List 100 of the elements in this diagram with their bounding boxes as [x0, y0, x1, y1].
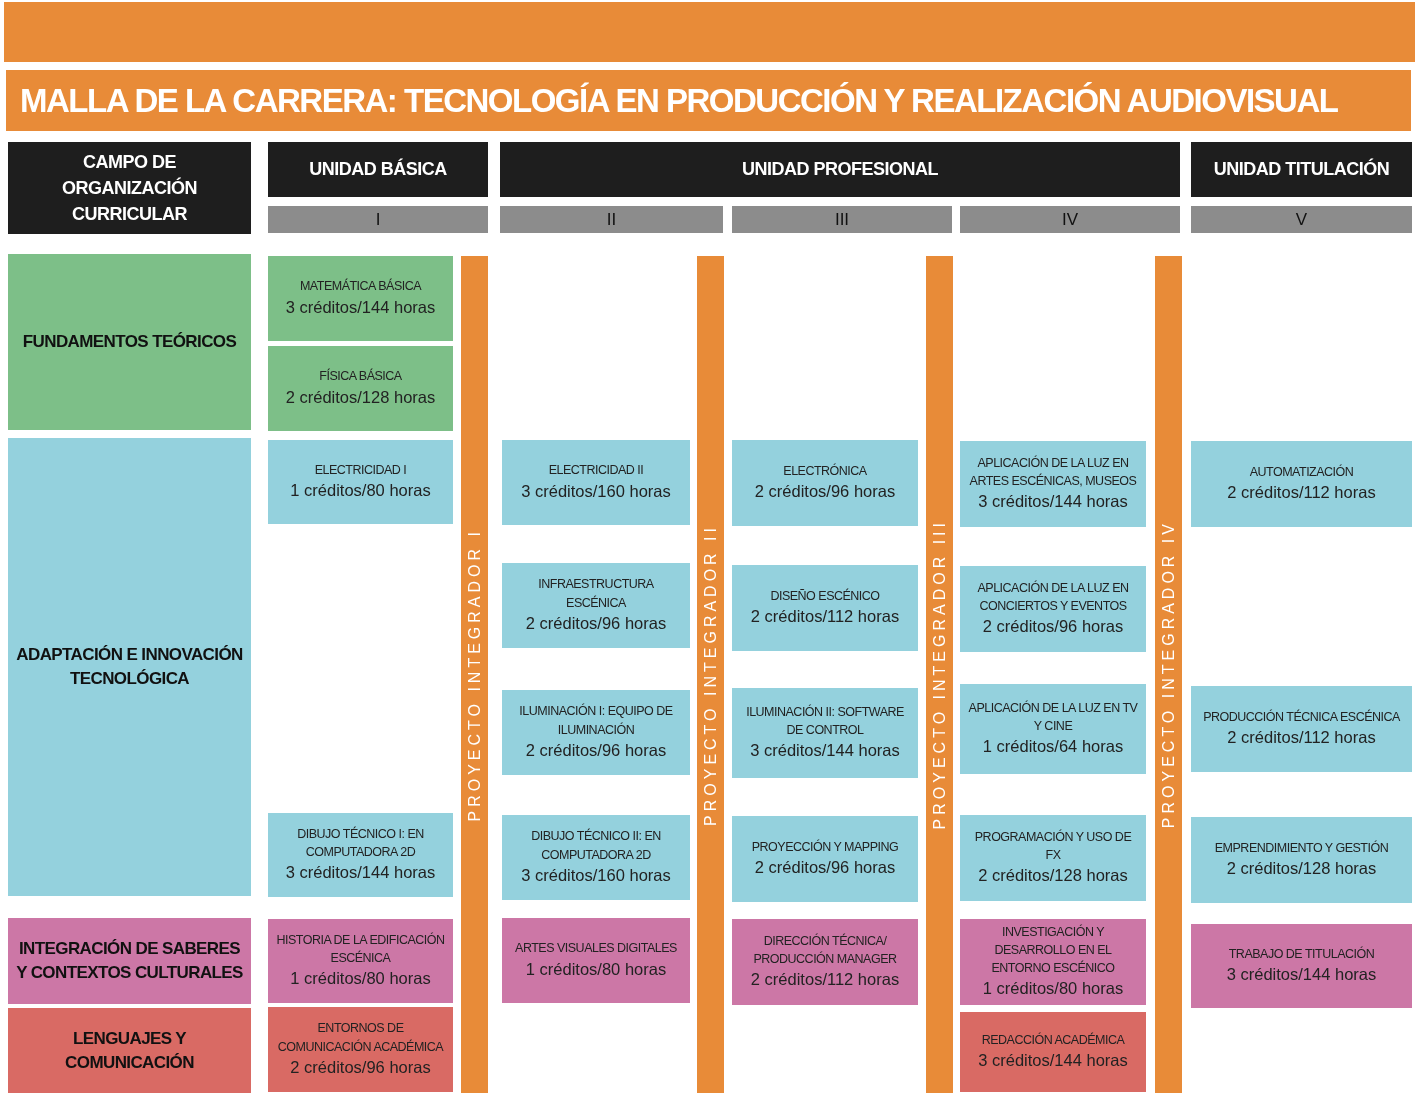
course-credits: 3 créditos/144 horas: [978, 491, 1128, 513]
semester-label: V: [1295, 209, 1308, 230]
course-credits: 2 créditos/96 horas: [525, 739, 667, 761]
course-credits: 3 créditos/160 horas: [521, 480, 671, 502]
course-credits: 3 créditos/144 horas: [750, 740, 900, 762]
course-credits: 2 créditos/112 horas: [1227, 482, 1376, 504]
course-credits: 1 créditos/80 horas: [525, 958, 667, 980]
project-label: PROYECTO INTEGRADOR I: [465, 527, 484, 822]
category-name: LENGUAJES Y COMUNICACIÓN: [64, 1027, 195, 1074]
course-credits: 2 créditos/112 horas: [1227, 727, 1376, 749]
course-name: ELECTRÓNICA: [783, 462, 867, 480]
category-name: INTEGRACIÓN DE SABERES Y CONTEXTOS CULTURALES: [15, 938, 244, 984]
semester-header: [500, 206, 723, 233]
course-box: [960, 1012, 1146, 1092]
course-name: DIBUJO TÉCNICO II: EN COMPUTADORA 2D: [530, 827, 662, 864]
course-name: ILUMINACIÓN II: SOFTWARE DE CONTROL: [745, 703, 905, 740]
course-box: [268, 919, 453, 1003]
course-box: [502, 440, 690, 525]
header-text: CAMPO DE ORGANIZACIÓN CURRICULAR: [61, 150, 198, 227]
course-name: INVESTIGACIÓN Y DESARROLLO EN EL ENTORNO ESCÉNICO: [990, 923, 1116, 978]
course-credits: 3 créditos/144 horas: [285, 862, 436, 884]
course-credits: 2 créditos/96 horas: [982, 616, 1124, 638]
category-box: [8, 438, 251, 896]
course-credits: 2 créditos/128 horas: [978, 865, 1128, 887]
course-name: ELECTRICIDAD I: [314, 461, 407, 479]
course-name: REDACCIÓN ACADÉMICA: [981, 1031, 1125, 1049]
course-credits: 3 créditos/144 horas: [1226, 964, 1377, 986]
course-credits: 1 créditos/80 horas: [290, 968, 431, 990]
course-box: [732, 816, 918, 902]
course-credits: 2 créditos/112 horas: [750, 969, 900, 991]
course-box: [732, 565, 918, 651]
unit-header: [1191, 142, 1412, 197]
semester-header: [268, 206, 488, 233]
course-credits: 2 créditos/112 horas: [750, 606, 900, 628]
course-name: PRODUCCIÓN TÉCNICA ESCÉNICA: [1203, 708, 1400, 726]
course-box: [268, 346, 453, 431]
course-name: TRABAJO DE TITULACIÓN: [1228, 945, 1375, 963]
course-box: [732, 919, 918, 1005]
course-box: [960, 919, 1146, 1005]
category-box: [8, 254, 251, 430]
title-band: [6, 70, 1411, 131]
course-name: APLICACIÓN DE LA LUZ EN TV Y CINE: [967, 699, 1139, 736]
course-name: PROYECCIÓN Y MAPPING: [751, 838, 899, 856]
course-box: [502, 563, 690, 648]
course-name: ARTES VISUALES DIGITALES: [515, 940, 677, 958]
project-bar: [1155, 256, 1182, 1093]
course-box: [960, 566, 1146, 652]
course-credits: 2 créditos/96 horas: [525, 612, 667, 634]
header-text: UNIDAD PROFESIONAL: [742, 158, 938, 182]
course-name: EMPRENDIMIENTO Y GESTIÓN: [1214, 839, 1389, 857]
category-name: FUNDAMENTOS TEÓRICOS: [22, 331, 237, 354]
semester-label: II: [606, 209, 617, 230]
project-bar: [926, 256, 953, 1093]
course-name: INFRAESTRUCTURA ESCÉNICA: [537, 576, 655, 612]
unit-header: [500, 142, 1180, 197]
course-credits: 1 créditos/80 horas: [290, 480, 431, 502]
course-box: [268, 440, 453, 524]
course-box: [268, 1007, 453, 1092]
header-text: UNIDAD TITULACIÓN: [1213, 157, 1390, 182]
course-box: [960, 815, 1146, 901]
course-box: [1191, 924, 1412, 1008]
project-label: PROYECTO INTEGRADOR III: [930, 519, 949, 830]
course-name: ELECTRICIDAD II: [548, 462, 644, 480]
course-box: [732, 688, 918, 778]
course-name: APLICACIÓN DE LA LUZ EN CONCIERTOS Y EVENTOS: [976, 579, 1130, 616]
course-credits: 2 créditos/128 horas: [285, 386, 436, 408]
course-box: [268, 256, 453, 341]
semester-header: [1191, 206, 1412, 233]
semester-header: [732, 206, 952, 233]
course-name: APLICACIÓN DE LA LUZ EN ARTES ESCÉNICAS, MUSEOS: [968, 454, 1138, 491]
course-box: [502, 690, 690, 775]
course-name: FÍSICA BÁSICA: [319, 367, 402, 386]
course-box: [268, 813, 453, 897]
course-name: HISTORIA DE LA EDIFICACIÓN ESCÉNICA: [275, 931, 446, 968]
course-box: [960, 684, 1146, 774]
semester-label: IV: [1061, 209, 1079, 230]
course-credits: 2 créditos/96 horas: [290, 1056, 431, 1078]
course-credits: 2 créditos/128 horas: [1226, 858, 1377, 880]
course-name: ENTORNOS DE COMUNICACIÓN ACADÉMICA: [276, 1020, 445, 1056]
course-name: AUTOMATIZACIÓN: [1249, 463, 1354, 481]
course-credits: 1 créditos/80 horas: [982, 978, 1124, 1000]
semester-label: I: [375, 209, 381, 230]
course-name: MATEMÁTICA BÁSICA: [299, 277, 422, 296]
course-box: [1191, 686, 1412, 772]
course-credits: 3 créditos/144 horas: [285, 296, 436, 318]
course-box: [502, 918, 690, 1003]
course-box: [1191, 441, 1412, 527]
header-text: UNIDAD BÁSICA: [309, 157, 447, 182]
course-box: [732, 440, 918, 526]
course-name: DIRECCIÓN TÉCNICA/ PRODUCCIÓN MANAGER: [752, 932, 898, 969]
project-label: PROYECTO INTEGRADOR IV: [1159, 520, 1178, 829]
course-credits: 2 créditos/96 horas: [754, 857, 896, 879]
course-name: PROGRAMACIÓN Y USO DE FX: [973, 828, 1133, 865]
course-name: DISEÑO ESCÉNICO: [770, 587, 880, 605]
page-title: MALLA DE LA CARRERA: TECNOLOGÍA EN PRODUCCIÓN Y REALIZACIÓN AUDIOVISUAL: [20, 81, 1338, 120]
unit-header: [8, 142, 251, 234]
course-box: [1191, 817, 1412, 903]
semester-header: [960, 206, 1180, 233]
project-bar: [697, 256, 724, 1093]
course-name: ILUMINACIÓN I: EQUIPO DE ILUMINACIÓN: [518, 702, 674, 739]
